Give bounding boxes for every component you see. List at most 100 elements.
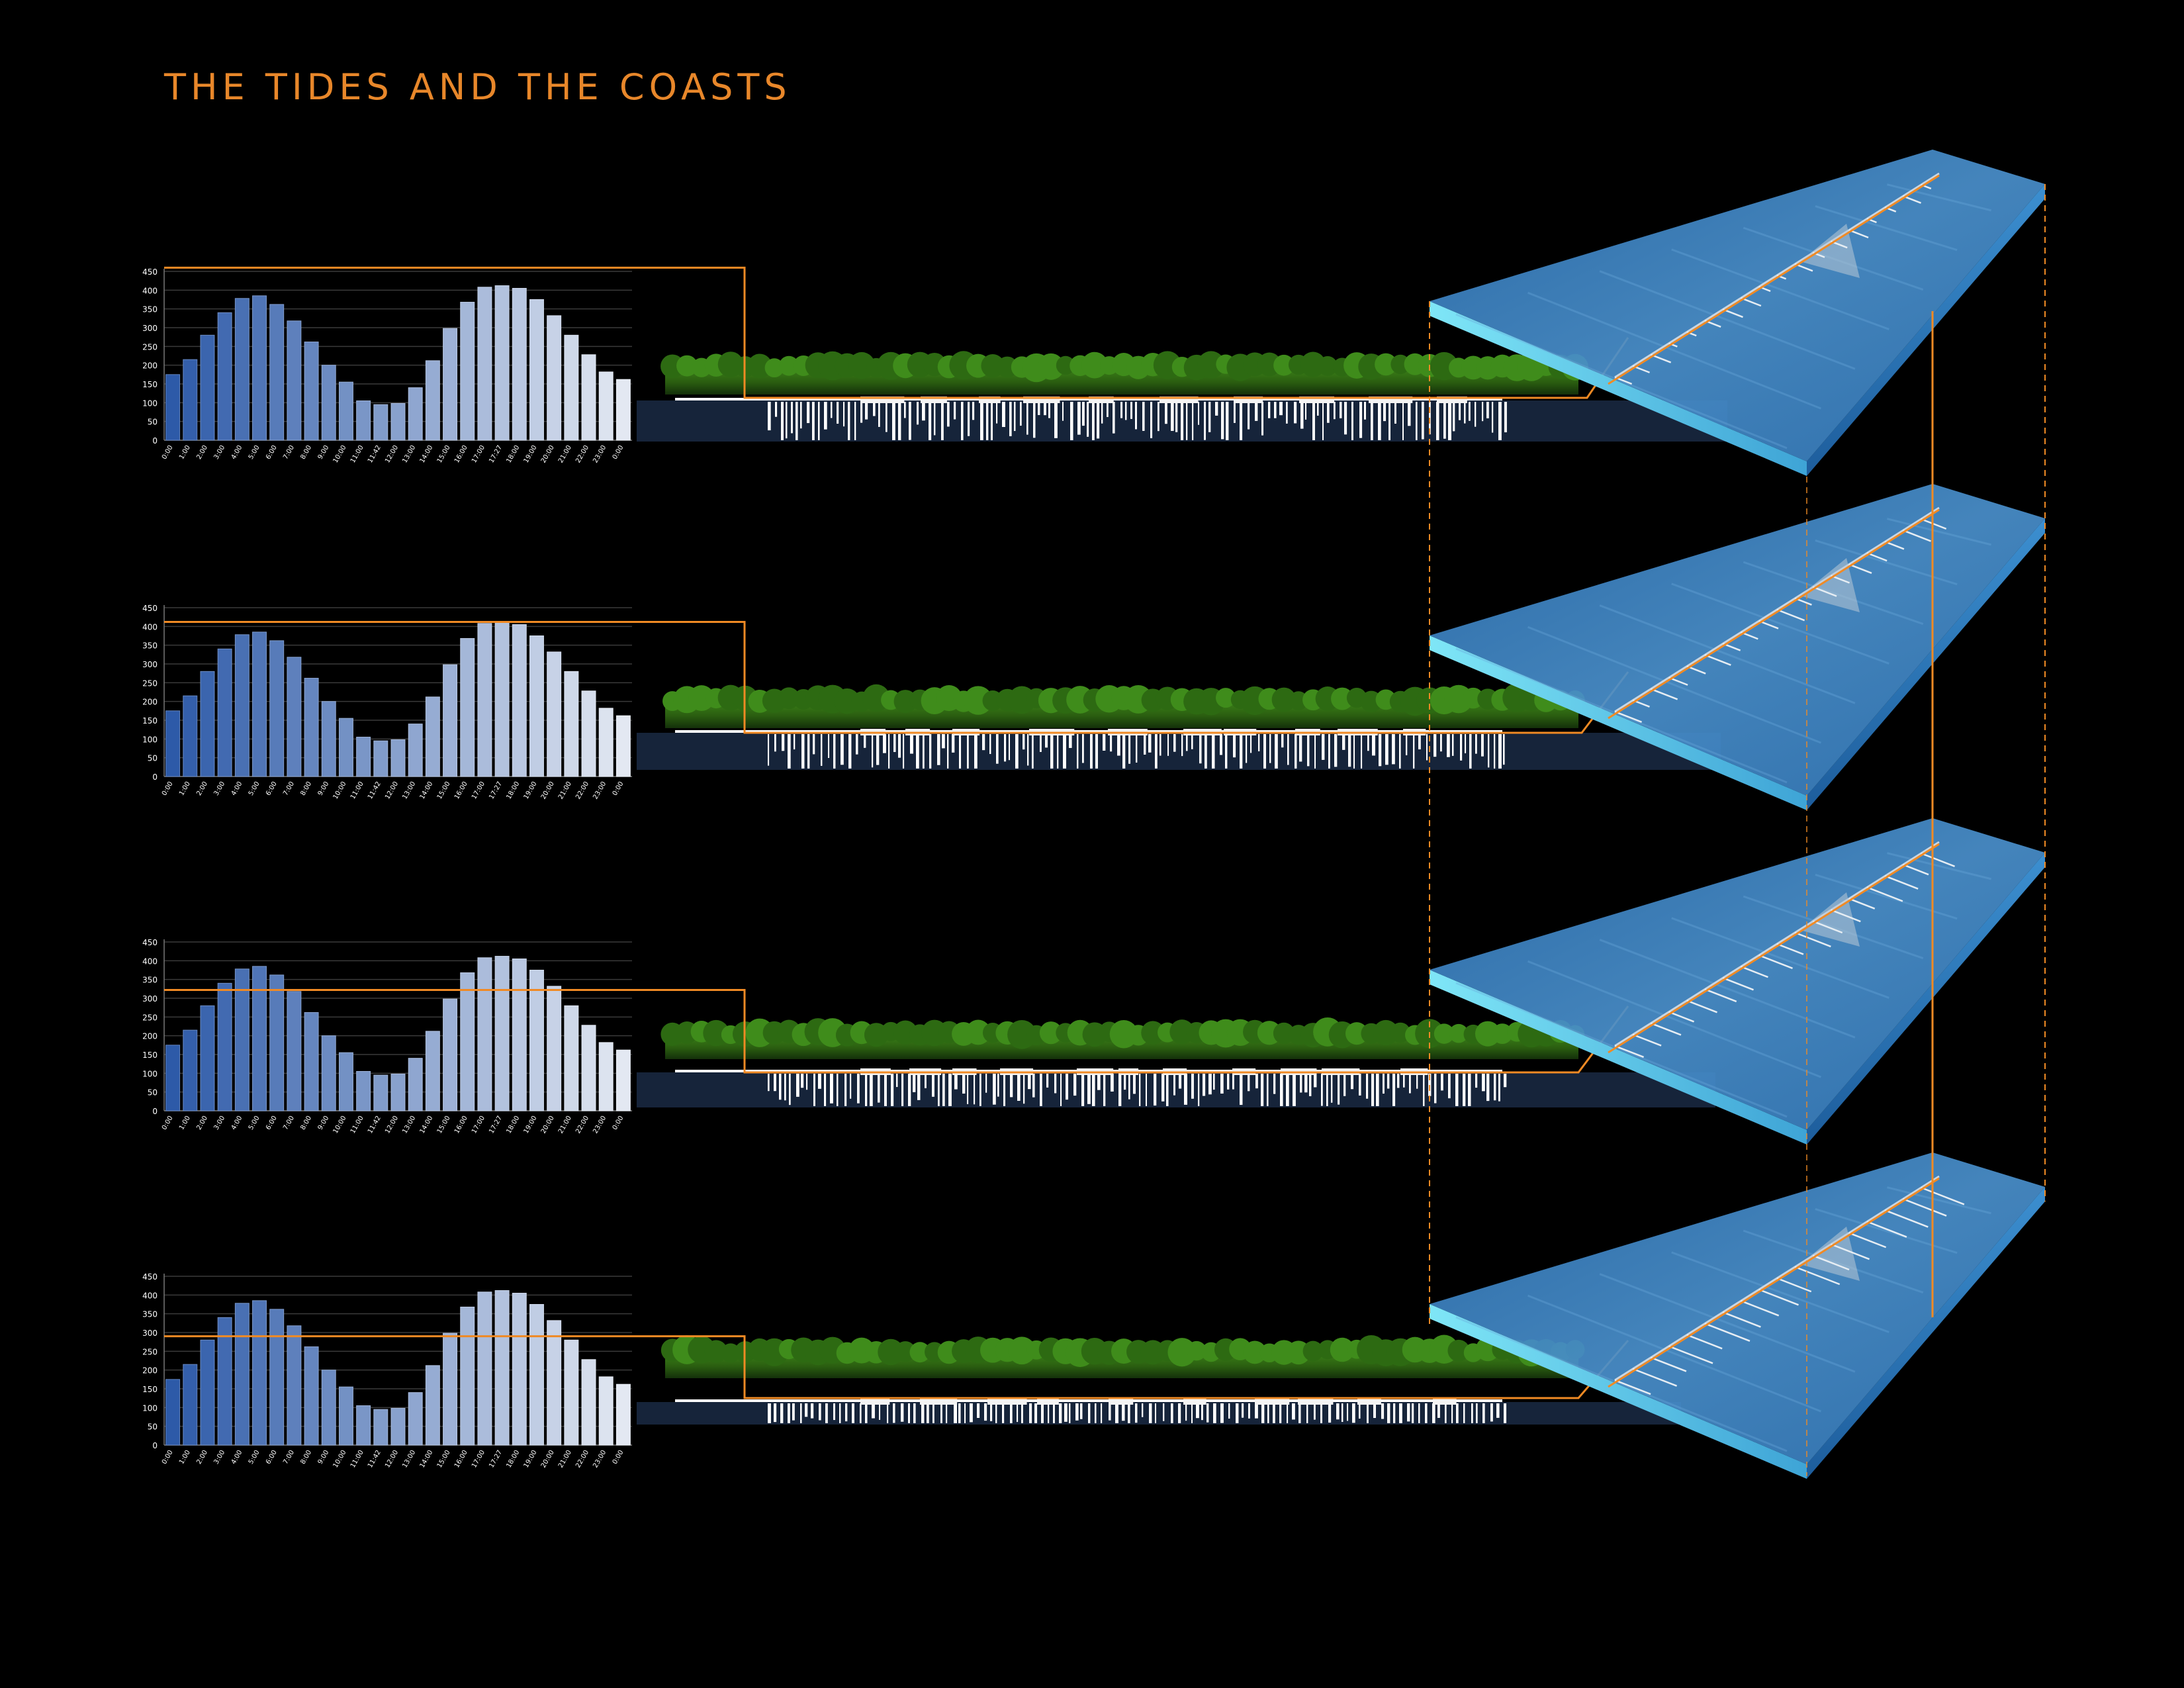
pier-post	[1220, 1074, 1224, 1094]
pier-post	[1063, 734, 1066, 769]
water-slab-1	[1430, 150, 2045, 476]
slab-jetty	[1800, 224, 1860, 278]
pier-post	[1110, 734, 1113, 752]
x-tick-label: 18:00	[505, 780, 521, 800]
y-tick-label: 200	[142, 1032, 158, 1041]
pier-post	[891, 1074, 894, 1106]
tree-crown	[966, 1019, 991, 1045]
pier-post	[1367, 1403, 1369, 1423]
bar	[564, 671, 579, 777]
bar	[425, 696, 440, 777]
tree-crown	[1197, 351, 1225, 379]
x-tick-label: 11:00	[349, 780, 365, 800]
pier-post	[768, 402, 771, 431]
pier-post	[800, 1403, 802, 1423]
slab-tide-line	[1608, 1177, 1940, 1388]
platform	[1433, 1398, 1457, 1405]
y-tick-label: 400	[142, 622, 158, 632]
pier-post	[1115, 1403, 1118, 1423]
bar	[564, 334, 579, 441]
slab-pier	[1614, 710, 1643, 723]
pier-post	[1492, 402, 1494, 433]
x-tick-label: 0:00	[161, 444, 175, 461]
pier-post	[1161, 1074, 1165, 1102]
pier-post	[1155, 734, 1158, 769]
pier-post	[833, 1403, 835, 1421]
pier-post	[1306, 1403, 1308, 1423]
pier-post	[1220, 734, 1222, 755]
pier-post	[942, 1074, 945, 1106]
pier-post	[968, 402, 970, 436]
pier-post	[1240, 1074, 1243, 1105]
pier-post	[1027, 734, 1029, 766]
bar	[304, 678, 319, 777]
slab-pier	[1794, 1266, 1841, 1286]
pier-post	[1215, 402, 1218, 416]
pier-post	[1287, 1403, 1289, 1423]
y-tick-label: 50	[148, 1423, 158, 1432]
pier-post	[850, 1074, 852, 1099]
pier-post	[1221, 402, 1224, 440]
slab-pier	[1776, 943, 1804, 955]
pier-post	[860, 1403, 862, 1423]
pier-post	[927, 1403, 929, 1423]
x-tick-label: 17:27	[488, 780, 504, 800]
pier-post	[1171, 402, 1174, 431]
pier-post	[1338, 1074, 1340, 1105]
pier-post	[991, 402, 993, 440]
pier-post	[1227, 1074, 1230, 1090]
x-tick-label: 11:00	[349, 444, 365, 464]
pier-post	[848, 402, 850, 440]
pier-post	[1206, 1403, 1209, 1423]
bar	[408, 1392, 423, 1446]
tree-line	[660, 351, 1589, 395]
pier-post	[961, 402, 964, 440]
pier-post	[1372, 734, 1375, 756]
y-tick-label: 0	[152, 773, 158, 782]
pier-post	[1032, 1074, 1035, 1098]
x-tick-label: 21:00	[557, 1449, 573, 1469]
pier-post	[1009, 402, 1012, 436]
pier-post	[841, 734, 844, 765]
pier-post	[1322, 734, 1325, 760]
slab-pier	[1812, 586, 1837, 597]
pier-post	[1475, 402, 1477, 427]
y-tick-label: 350	[142, 641, 158, 651]
y-tick-label: 350	[142, 976, 158, 985]
pier-post	[1418, 1403, 1420, 1423]
x-tick-label: 11:42	[367, 1449, 383, 1469]
slab-side-edge	[1807, 518, 2045, 810]
pier-post	[1033, 402, 1036, 438]
pier-post	[1118, 1074, 1122, 1106]
bar	[512, 288, 527, 441]
x-tick-label: 14:00	[419, 444, 435, 464]
bar	[373, 1409, 388, 1446]
pier-post	[1486, 1074, 1490, 1102]
pier-post	[1359, 402, 1363, 438]
pier-post	[1494, 734, 1496, 769]
pier-post	[796, 402, 798, 440]
pier-post	[1163, 1403, 1165, 1421]
pier-post	[1029, 1403, 1032, 1423]
pier-post	[1069, 734, 1072, 748]
pier-post	[1060, 1074, 1062, 1106]
pier-post	[1208, 402, 1211, 432]
pier-post	[1017, 1403, 1019, 1423]
pier-post	[1361, 734, 1363, 769]
pier-post	[1387, 1403, 1390, 1423]
bar	[529, 299, 544, 441]
pier-post	[774, 1403, 777, 1423]
pier-post	[1314, 1403, 1316, 1420]
x-tick-label: 1:00	[178, 444, 192, 461]
tree-crown	[1271, 687, 1297, 712]
pier-post	[908, 1403, 910, 1423]
pier-post	[1475, 734, 1477, 754]
pier-post	[985, 1074, 987, 1093]
pier-post	[1139, 1074, 1141, 1106]
pier-post	[1351, 402, 1353, 440]
pier-post	[801, 1074, 804, 1088]
y-tick-label: 0	[152, 1107, 158, 1116]
x-tick-label: 5:00	[248, 444, 261, 461]
pier-post	[886, 402, 887, 432]
